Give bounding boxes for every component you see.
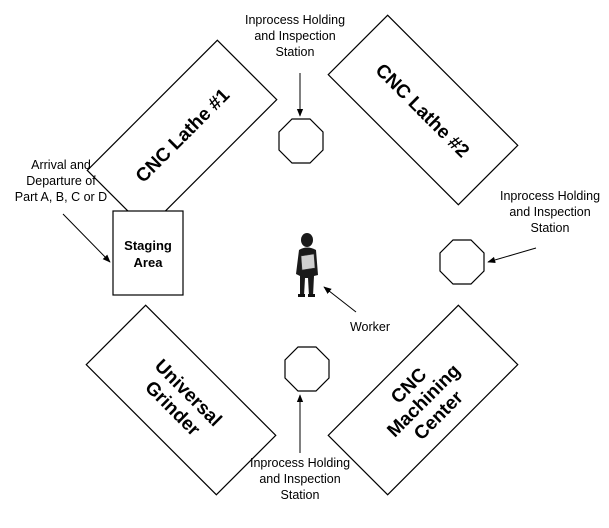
universal-grinder: Universal Grinder xyxy=(85,304,277,496)
top-station-label-line3: Station xyxy=(276,45,315,59)
right-station-label-line2: and Inspection xyxy=(509,205,590,219)
arrival-label-line2: Departure of xyxy=(26,174,96,188)
bottom-station-label-line3: Station xyxy=(281,488,320,502)
top-station-label-line1: Inprocess Holding xyxy=(245,13,345,27)
inspection-station-right-octagon xyxy=(439,239,485,285)
arrival-arrow xyxy=(62,213,111,263)
staging-label-line1: Staging xyxy=(124,238,172,253)
right-station-label-line1: Inprocess Holding xyxy=(500,189,600,203)
top-station-label: Inprocess Holding and Inspection Station xyxy=(245,13,345,59)
worker-icon xyxy=(296,233,318,297)
arrival-label-line1: Arrival and xyxy=(31,158,91,172)
cnc-lathe-1: CNC Lathe #1 xyxy=(86,39,278,231)
arrival-departure-label: Arrival and Departure of Part A, B, C or… xyxy=(15,158,107,204)
right-station-arrow xyxy=(487,247,537,264)
right-station-label-line3: Station xyxy=(531,221,570,235)
top-station-label-line2: and Inspection xyxy=(254,29,335,43)
right-station-label: Inprocess Holding and Inspection Station xyxy=(500,189,600,235)
bottom-station-label-line1: Inprocess Holding xyxy=(250,456,350,470)
worker-arrow xyxy=(323,286,357,313)
staging-label-line2: Area xyxy=(134,255,164,270)
inspection-station-bottom-octagon xyxy=(284,346,330,392)
cnc-lathe-2: CNC Lathe #2 xyxy=(327,14,519,206)
staging-area: Staging Area xyxy=(112,210,184,296)
bottom-station-label-line2: and Inspection xyxy=(259,472,340,486)
arrival-label-line3: Part A, B, C or D xyxy=(15,190,107,204)
worker-label: Worker xyxy=(350,320,390,334)
bottom-station-label: Inprocess Holding and Inspection Station xyxy=(250,456,350,502)
inspection-station-top-octagon xyxy=(278,118,324,164)
